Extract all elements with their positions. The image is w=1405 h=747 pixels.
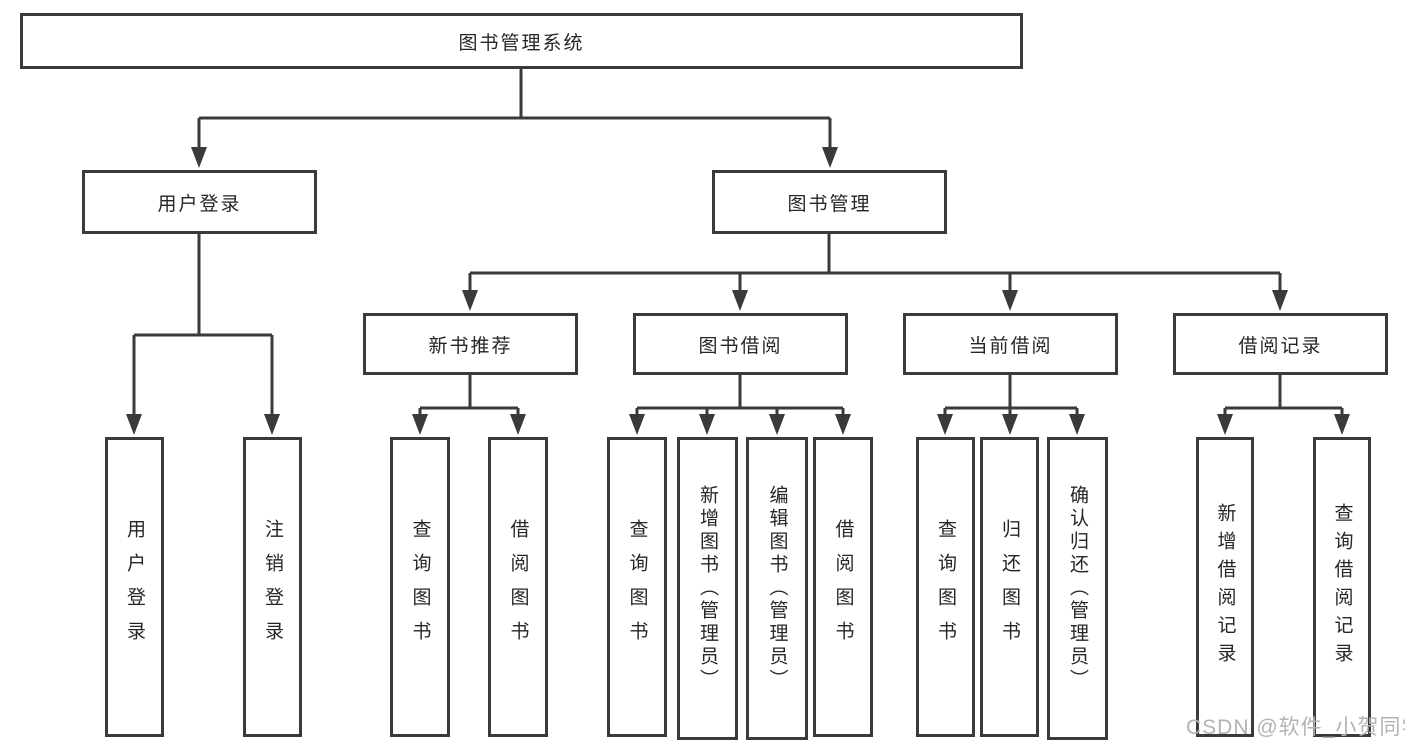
leaf-recommend-borrow-books: 借阅图书 <box>488 437 548 737</box>
leaf-add-books-admin: 新增图书（管理员） <box>677 437 738 740</box>
leaf-user-login: 用户登录 <box>105 437 164 737</box>
leaf-edit-books-admin: 编辑图书（管理员） <box>746 437 808 740</box>
root-node-label: 图书管理系统 <box>458 32 585 54</box>
leaf-borrow-books: 借阅图书 <box>813 437 873 737</box>
leaf-query-borrow-record: 查询借阅记录 <box>1313 437 1371 737</box>
user-login-node: 用户登录 <box>82 170 317 234</box>
book-borrow-label: 图书借阅 <box>698 335 783 357</box>
borrow-record-node: 借阅记录 <box>1173 313 1388 375</box>
current-borrow-node: 当前借阅 <box>903 313 1118 375</box>
arrowheads <box>126 147 1350 435</box>
root-node: 图书管理系统 <box>20 13 1023 69</box>
current-borrow-label: 当前借阅 <box>968 335 1053 357</box>
leaf-confirm-return-admin: 确认归还（管理员） <box>1047 437 1108 740</box>
new-book-recommend-label: 新书推荐 <box>428 335 513 357</box>
book-management-node-label: 图书管理 <box>787 193 872 215</box>
leaf-logout: 注销登录 <box>243 437 302 737</box>
borrow-record-label: 借阅记录 <box>1238 335 1323 357</box>
book-borrow-node: 图书借阅 <box>633 313 848 375</box>
leaf-add-borrow-record: 新增借阅记录 <box>1196 437 1254 737</box>
leaf-return-books: 归还图书 <box>980 437 1039 737</box>
book-management-node: 图书管理 <box>712 170 947 234</box>
csdn-watermark: CSDN @软件_小贺同学 <box>1186 716 1405 739</box>
leaf-current-query-books: 查询图书 <box>916 437 975 737</box>
leaf-recommend-query-books: 查询图书 <box>390 437 450 737</box>
new-book-recommend-node: 新书推荐 <box>363 313 578 375</box>
user-login-node-label: 用户登录 <box>157 193 242 215</box>
leaf-borrow-query-books: 查询图书 <box>607 437 667 737</box>
